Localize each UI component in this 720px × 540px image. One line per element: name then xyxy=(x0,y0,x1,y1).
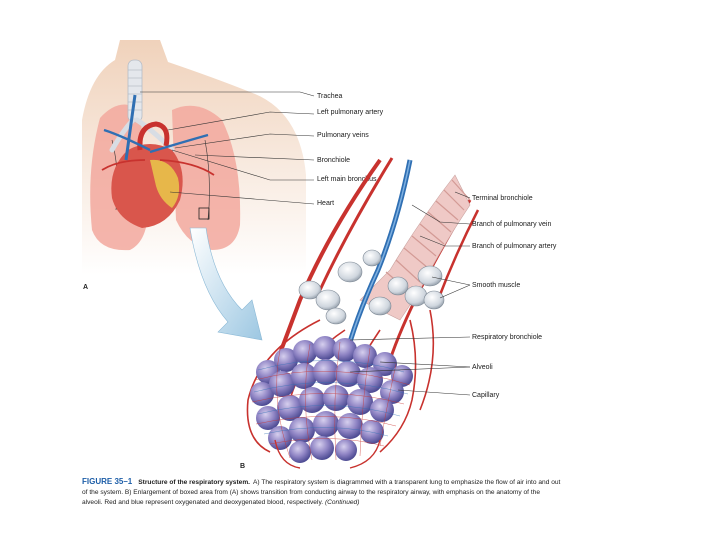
label-left-pulmonary-artery-text: Left pulmonary artery xyxy=(317,109,384,116)
alveoli-cluster xyxy=(250,336,413,463)
panel-label-a: A xyxy=(83,284,88,291)
label-branch-pulmonary-artery: Branch of pulmonary artery xyxy=(472,243,557,250)
label-trachea: Trachea xyxy=(317,93,343,100)
boxed-area xyxy=(198,207,210,220)
leaders-b xyxy=(349,191,471,396)
label-heart: Heart xyxy=(317,200,334,207)
leaders-a xyxy=(140,91,315,205)
panel-b-illustration: B xyxy=(240,157,480,470)
label-left-pulmonary-artery: Left pulmonary artery xyxy=(317,109,384,116)
caption-text: A) The respiratory system is diagrammed … xyxy=(82,479,561,506)
label-smooth-muscle: Smooth muscle xyxy=(472,282,520,289)
trachea xyxy=(127,59,143,123)
pericardial-fat xyxy=(150,159,180,208)
smooth-muscle-rings xyxy=(298,249,445,325)
pulmonary-vessels xyxy=(103,128,209,154)
label-alveoli: Alveoli xyxy=(472,364,493,371)
artery-branch-2 xyxy=(318,157,394,291)
figure-caption: FIGURE 35–1 Structure of the respiratory … xyxy=(82,477,562,508)
label-respiratory-bronchiole: Respiratory bronchiole xyxy=(472,334,542,341)
aorta-arch xyxy=(137,121,170,151)
label-branch-pulmonary-vein: Branch of pulmonary vein xyxy=(472,221,551,228)
panel-a-illustration: A xyxy=(82,40,306,291)
label-left-main-bronchus: Left main bronchus xyxy=(317,176,377,183)
label-terminal-bronchiole: Terminal bronchiole xyxy=(472,195,533,202)
labels-a: Trachea Left pulmonary artery Pulmonary … xyxy=(317,93,384,207)
caption-title: Structure of the respiratory system. xyxy=(138,479,251,486)
labels-b: Terminal bronchiole Branch of pulmonary … xyxy=(472,195,557,399)
panel-label-b: B xyxy=(240,463,245,470)
label-capillary: Capillary xyxy=(472,392,500,399)
caption-continued: (Continued) xyxy=(324,499,360,506)
label-pulmonary-veins: Pulmonary veins xyxy=(317,132,369,139)
enlargement-arrow xyxy=(189,227,263,341)
label-bronchiole: Bronchiole xyxy=(317,157,350,164)
left-lung xyxy=(172,105,241,250)
caption-figure-number: FIGURE 35–1 xyxy=(82,477,133,486)
